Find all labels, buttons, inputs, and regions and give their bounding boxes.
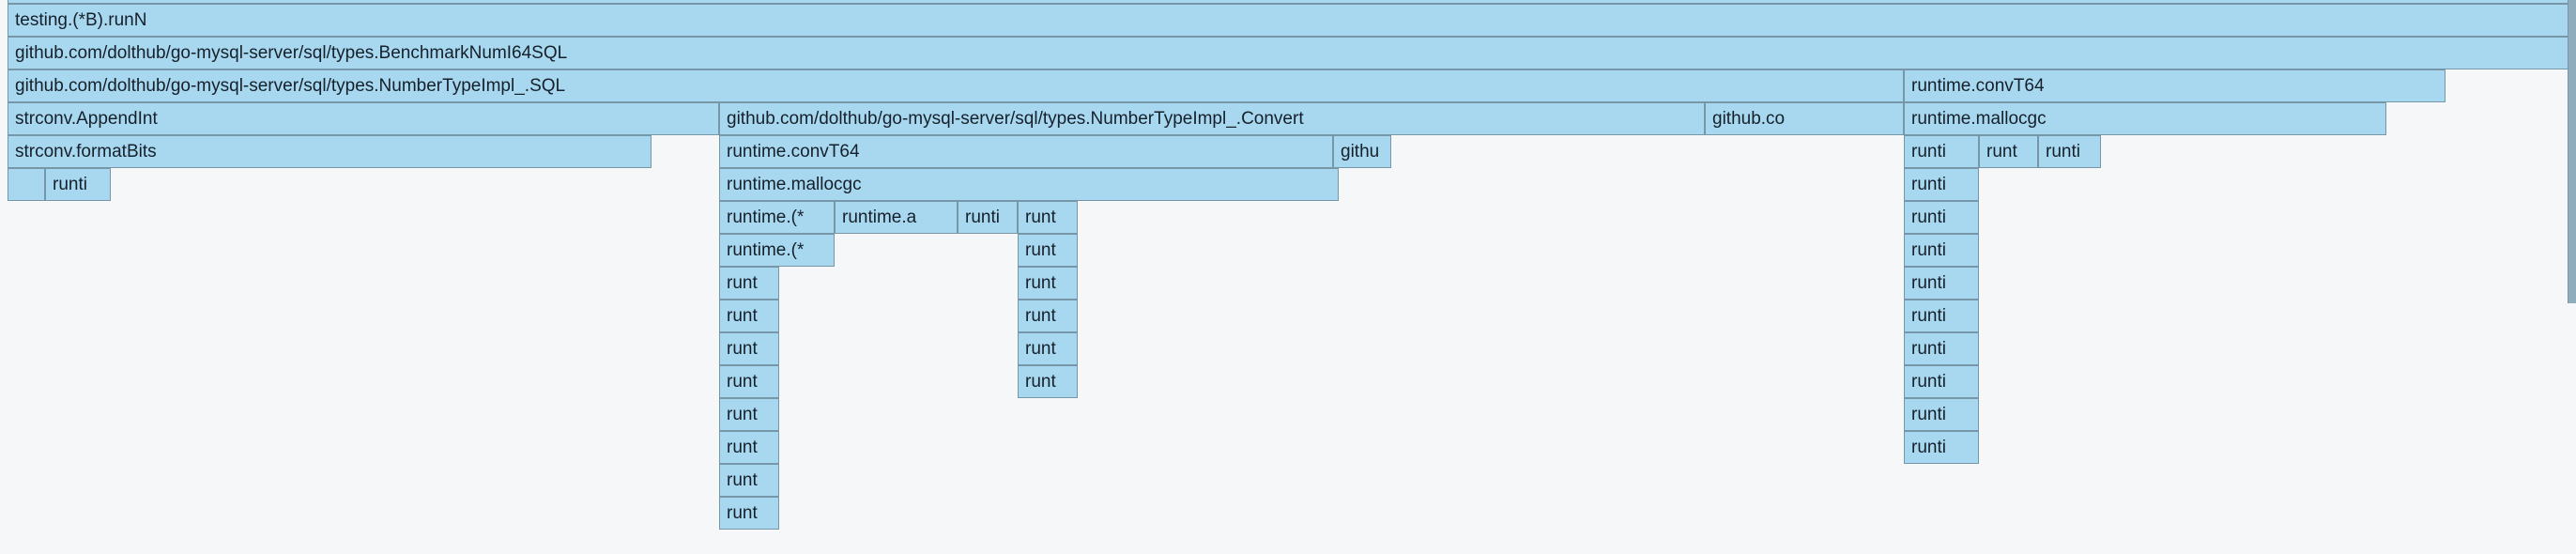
flame-frame[interactable]: runti: [1904, 398, 1979, 431]
flame-frame[interactable]: runti: [958, 201, 1018, 234]
flame-frame[interactable]: runti: [1904, 332, 1979, 365]
flame-frame[interactable]: runt: [719, 267, 779, 300]
flame-frame[interactable]: github.com/dolthub/go-mysql-server/sql/t…: [8, 69, 1904, 102]
flame-frame[interactable]: runt: [719, 464, 779, 497]
flame-frame[interactable]: runt: [719, 332, 779, 365]
flame-frame[interactable]: runt: [1018, 365, 1078, 398]
flame-frame[interactable]: runti: [1904, 234, 1979, 267]
flame-frame[interactable]: runtime.(*: [719, 234, 835, 267]
flame-frame[interactable]: runtime.(*: [719, 201, 835, 234]
flame-frame[interactable]: runt: [1018, 300, 1078, 332]
flame-frame[interactable]: runtime.convT64: [1904, 69, 2446, 102]
flame-frame[interactable]: runt: [719, 497, 779, 530]
flame-frame[interactable]: runt: [1018, 267, 1078, 300]
flame-frame[interactable]: github.com/dolthub/go-mysql-server/sql/t…: [8, 37, 2568, 69]
flame-frame[interactable]: runtime.mallocgc: [1904, 102, 2386, 135]
flame-frame[interactable]: runti: [2038, 135, 2101, 168]
flame-frame[interactable]: runt: [1018, 332, 1078, 365]
flame-frame[interactable]: runt: [719, 398, 779, 431]
flame-frame[interactable]: runti: [45, 168, 111, 201]
flame-frame[interactable]: runt: [719, 300, 779, 332]
flame-frame[interactable]: testing.(*B).runN: [8, 4, 2568, 37]
flame-frame[interactable]: runt: [1018, 234, 1078, 267]
flame-frame[interactable]: runti: [1904, 168, 1979, 201]
flame-frame[interactable]: runtime.mallocgc: [719, 168, 1339, 201]
flame-frame[interactable]: githu: [1333, 135, 1391, 168]
flame-frame[interactable]: runt: [719, 431, 779, 464]
vertical-scrollbar-track[interactable]: [2568, 0, 2576, 554]
flame-frame[interactable]: runt: [1979, 135, 2038, 168]
flame-frame[interactable]: strconv.formatBits: [8, 135, 652, 168]
flame-frame[interactable]: runtime.convT64: [719, 135, 1333, 168]
flame-frame[interactable]: runtime.a: [835, 201, 958, 234]
flame-frame[interactable]: runti: [1904, 365, 1979, 398]
flame-frame[interactable]: runt: [719, 365, 779, 398]
flame-frame[interactable]: runti: [1904, 267, 1979, 300]
flame-frame[interactable]: github.co: [1705, 102, 1904, 135]
flame-frame[interactable]: runti: [1904, 201, 1979, 234]
flame-frame[interactable]: [8, 168, 45, 201]
flame-frame[interactable]: runti: [1904, 431, 1979, 464]
flame-frame[interactable]: github.com/dolthub/go-mysql-server/sql/t…: [719, 102, 1705, 135]
flame-frame[interactable]: runti: [1904, 135, 1979, 168]
vertical-scrollbar-thumb[interactable]: [2568, 0, 2576, 303]
flame-frame[interactable]: runt: [1018, 201, 1078, 234]
flame-frame[interactable]: runti: [1904, 300, 1979, 332]
flame-frame[interactable]: strconv.AppendInt: [8, 102, 719, 135]
